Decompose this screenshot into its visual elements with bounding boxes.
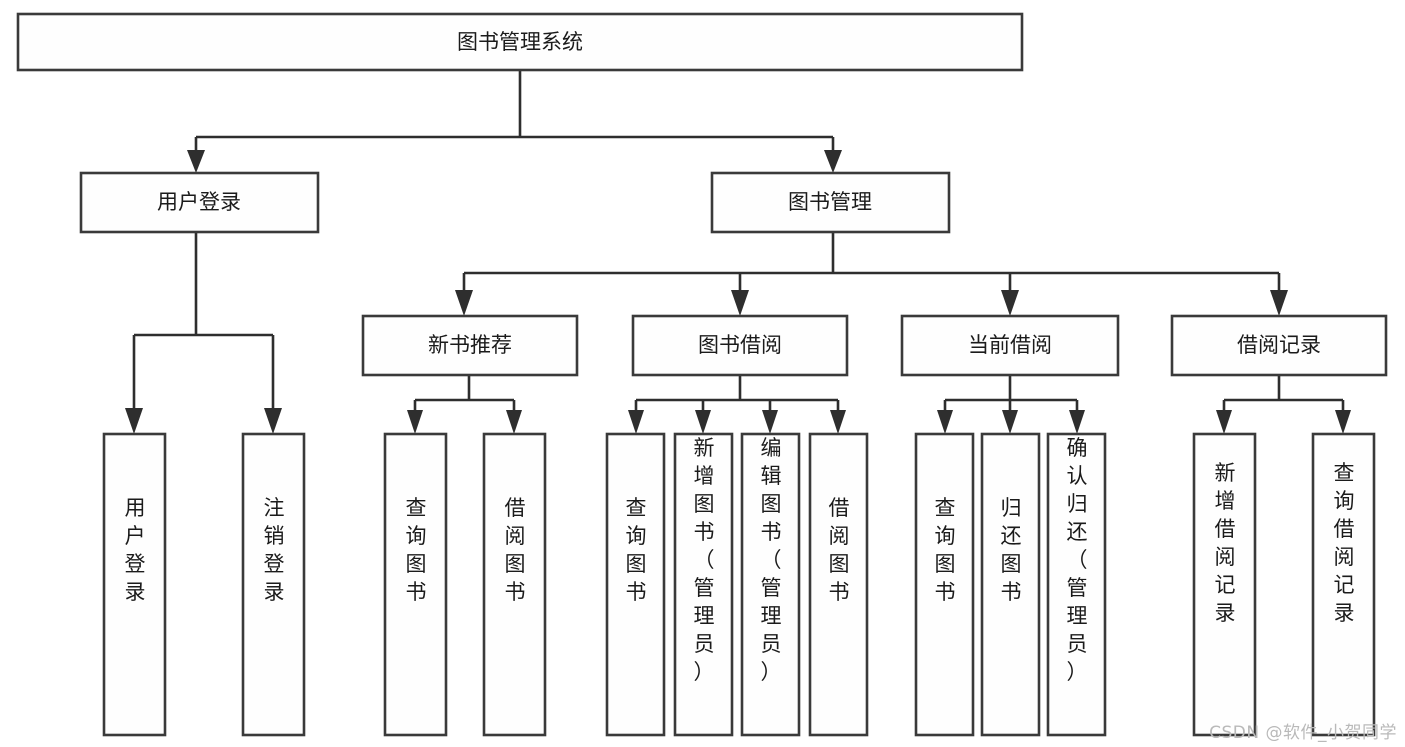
node-root-box[interactable] <box>16 12 1024 72</box>
arrow-head-leaf-user-login <box>125 408 143 434</box>
node-new-book-recommend-label: 新书推荐 <box>428 333 512 357</box>
node-leaf-query-record-label: 查询借阅记录 <box>1334 461 1355 625</box>
node-leaf-query-book-3-box[interactable] <box>914 432 975 737</box>
arrow-head-leaf-borrow-book-1 <box>506 410 522 434</box>
node-leaf-edit-book-label: 编辑图书（管理员） <box>761 436 782 684</box>
node-leaf-query-book-2-label: 查询图书 <box>626 496 647 604</box>
arrow-head-leaf-add-record <box>1216 410 1232 434</box>
node-root-label: 图书管理系统 <box>457 30 583 54</box>
node-book-borrow-label: 图书借阅 <box>698 333 782 357</box>
node-leaf-confirm-return-box[interactable] <box>1046 432 1107 737</box>
arrow-head-leaf-borrow-book-2 <box>830 410 846 434</box>
node-root[interactable]: 图书管理系统 <box>16 12 1024 72</box>
node-leaf-logout-login-label: 注销登录 <box>264 496 285 604</box>
node-borrow-record-label: 借阅记录 <box>1237 333 1321 357</box>
node-leaf-add-book[interactable]: 新增图书（管理员） <box>673 432 734 737</box>
arrow-head-leaf-logout-login <box>264 408 282 434</box>
node-book-manage-box[interactable] <box>710 171 951 234</box>
node-leaf-borrow-book-1-label: 借阅图书 <box>505 496 526 604</box>
node-leaf-return-book-label: 归还图书 <box>1001 496 1022 604</box>
node-book-borrow-box[interactable] <box>631 314 849 377</box>
node-current-borrow-label: 当前借阅 <box>968 333 1052 357</box>
node-current-borrow-box[interactable] <box>900 314 1120 377</box>
arrow-head-user-login <box>187 150 205 173</box>
arrow-head-leaf-add-book <box>695 410 711 434</box>
node-leaf-return-book-box[interactable] <box>980 432 1041 737</box>
node-leaf-query-book-3[interactable]: 查询图书 <box>914 432 975 737</box>
node-current-borrow[interactable]: 当前借阅 <box>900 314 1120 377</box>
arrow-head-leaf-query-book-2 <box>628 410 644 434</box>
node-leaf-user-login-label: 用户登录 <box>125 496 146 604</box>
node-leaf-confirm-return[interactable]: 确认归还（管理员） <box>1046 432 1107 737</box>
node-user-login[interactable]: 用户登录 <box>79 171 320 234</box>
node-leaf-add-book-box[interactable] <box>673 432 734 737</box>
node-leaf-borrow-book-2-label: 借阅图书 <box>829 496 850 604</box>
arrow-head-leaf-query-book-1 <box>407 410 423 434</box>
arrow-head-new-book-recommend <box>455 290 473 316</box>
node-book-manage-label: 图书管理 <box>788 190 872 214</box>
node-leaf-confirm-return-label: 确认归还（管理员） <box>1067 436 1088 684</box>
node-leaf-edit-book-box[interactable] <box>740 432 801 737</box>
node-leaf-add-book-label: 新增图书（管理员） <box>694 436 715 684</box>
node-leaf-borrow-book-1-box[interactable] <box>482 432 547 737</box>
node-leaf-edit-book[interactable]: 编辑图书（管理员） <box>740 432 801 737</box>
node-leaf-return-book[interactable]: 归还图书 <box>980 432 1041 737</box>
arrow-head-leaf-confirm-return <box>1069 410 1085 434</box>
arrow-head-current-borrow <box>1001 290 1019 316</box>
node-leaf-query-book-1-box[interactable] <box>383 432 448 737</box>
node-leaf-user-login[interactable]: 用户登录 <box>102 432 167 737</box>
node-leaf-add-record-label: 新增借阅记录 <box>1215 461 1236 625</box>
node-new-book-recommend[interactable]: 新书推荐 <box>361 314 579 377</box>
node-leaf-query-book-3-label: 查询图书 <box>935 496 956 604</box>
arrow-head-leaf-return-book <box>1002 410 1018 434</box>
node-borrow-record-box[interactable] <box>1170 314 1388 377</box>
arrow-head-borrow-record <box>1270 290 1288 316</box>
arrow-head-book-manage <box>824 150 842 173</box>
node-leaf-add-record-box[interactable] <box>1192 432 1257 737</box>
node-borrow-record[interactable]: 借阅记录 <box>1170 314 1388 377</box>
node-leaf-logout-login-box[interactable] <box>241 432 306 737</box>
node-leaf-query-book-2-box[interactable] <box>605 432 666 737</box>
node-leaf-add-record[interactable]: 新增借阅记录 <box>1192 432 1257 737</box>
node-leaf-borrow-book-2-box[interactable] <box>808 432 869 737</box>
node-leaf-borrow-book-1[interactable]: 借阅图书 <box>482 432 547 737</box>
node-new-book-recommend-box[interactable] <box>361 314 579 377</box>
node-leaf-query-book-1-label: 查询图书 <box>406 496 427 604</box>
connector-layer <box>125 70 1351 434</box>
arrow-head-book-borrow <box>731 290 749 316</box>
node-leaf-logout-login[interactable]: 注销登录 <box>241 432 306 737</box>
node-leaf-user-login-box[interactable] <box>102 432 167 737</box>
node-leaf-query-book-2[interactable]: 查询图书 <box>605 432 666 737</box>
node-leaf-query-record[interactable]: 查询借阅记录 <box>1311 432 1376 737</box>
node-leaf-borrow-book-2[interactable]: 借阅图书 <box>808 432 869 737</box>
node-leaf-query-record-box[interactable] <box>1311 432 1376 737</box>
node-leaf-query-book-1[interactable]: 查询图书 <box>383 432 448 737</box>
arrow-head-leaf-edit-book <box>762 410 778 434</box>
node-book-manage[interactable]: 图书管理 <box>710 171 951 234</box>
node-book-borrow[interactable]: 图书借阅 <box>631 314 849 377</box>
node-user-login-box[interactable] <box>79 171 320 234</box>
node-user-login-label: 用户登录 <box>157 190 241 214</box>
arrow-head-leaf-query-record <box>1335 410 1351 434</box>
arrow-head-leaf-query-book-3 <box>937 410 953 434</box>
